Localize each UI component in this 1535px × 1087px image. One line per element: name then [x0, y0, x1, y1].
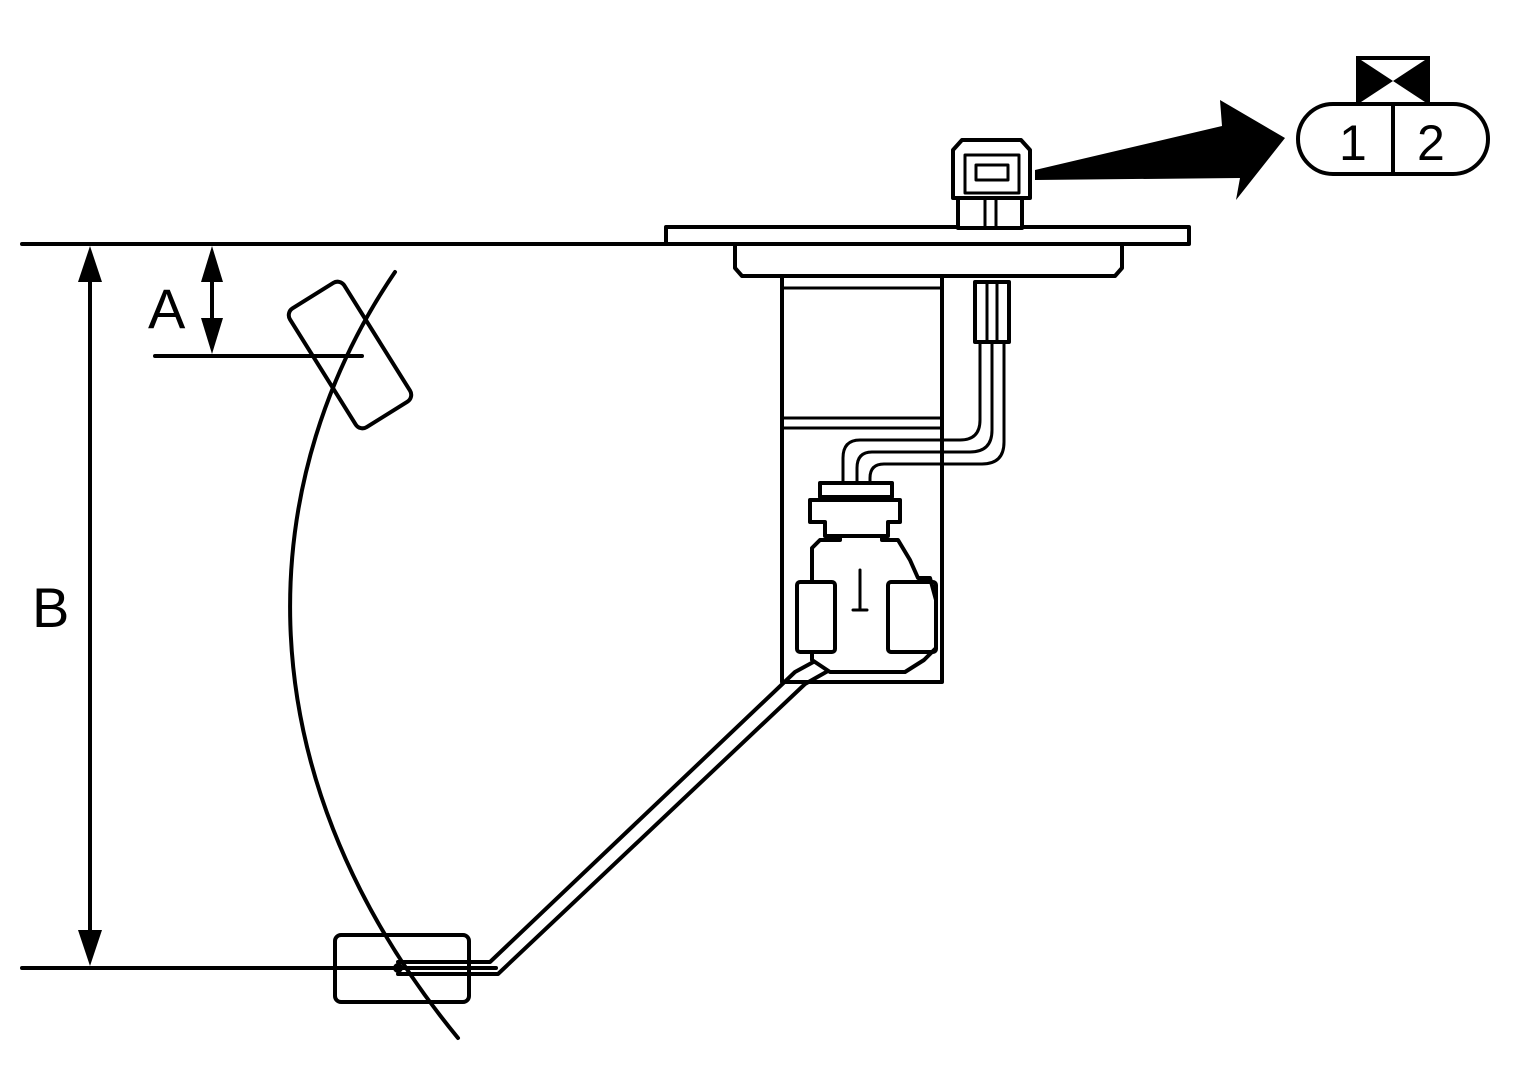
connector-pin-1-label: 1: [1339, 115, 1367, 171]
dimension-b-arrow: [78, 246, 102, 966]
mounting-flange: [664, 225, 1191, 278]
dimension-b-label: B: [32, 576, 69, 639]
connector-terminal-box: [1296, 102, 1490, 176]
connector-pin-2-label: 2: [1417, 115, 1445, 171]
upper-float: [286, 279, 414, 431]
bowtie-terminal-icon: [1356, 56, 1430, 106]
lower-float: [333, 933, 471, 1004]
arrow-right-icon: [1035, 100, 1285, 200]
sensor-assembly: [795, 481, 938, 674]
dimension-a-arrow: [201, 246, 223, 354]
reference-lines: [20, 242, 670, 970]
dimension-a-label: A: [148, 277, 186, 340]
top-connector: [951, 138, 1032, 230]
sender-body: [780, 274, 944, 684]
float-travel-arc: [288, 270, 460, 1040]
wire-harness: [841, 280, 1011, 492]
